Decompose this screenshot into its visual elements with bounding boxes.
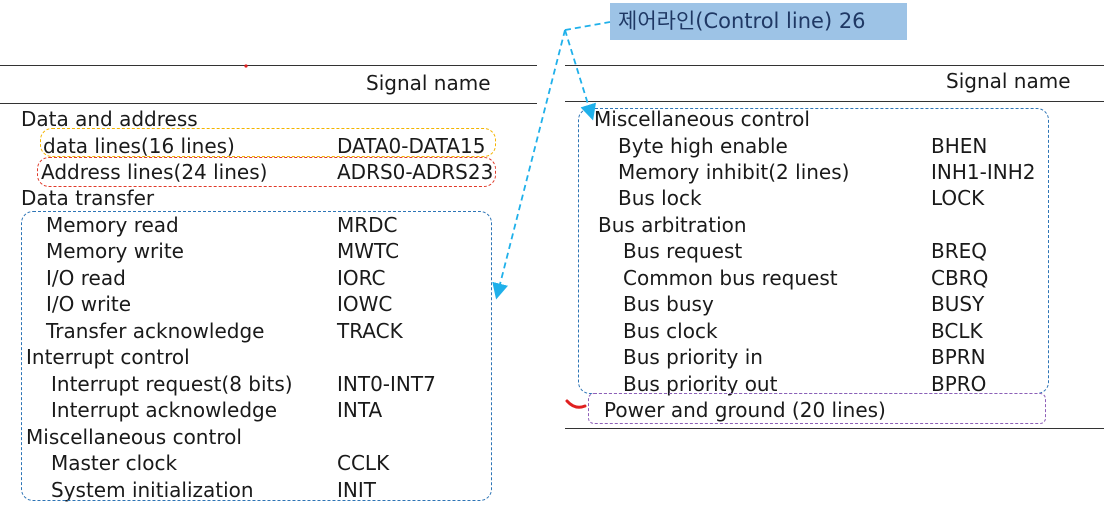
left-row-signal: ADRS0-ADRS23 bbox=[337, 160, 494, 184]
right-row-label: Bus clock bbox=[623, 319, 718, 343]
left-header-rule bbox=[0, 103, 537, 104]
left-row-signal: TRACK bbox=[337, 319, 403, 343]
left-row-label: Memory write bbox=[46, 239, 184, 263]
arrow-to-left-box bbox=[492, 29, 566, 300]
right-row-label: Memory inhibit(2 lines) bbox=[618, 160, 850, 184]
arrow-to-right-box bbox=[564, 29, 597, 121]
right-row-signal: CBRQ bbox=[931, 266, 989, 290]
left-row-label: Address lines(24 lines) bbox=[41, 160, 268, 184]
power-ground-label: Power and ground (20 lines) bbox=[604, 398, 886, 422]
left-row-signal: DATA0-DATA15 bbox=[337, 134, 486, 158]
left-row-label: Transfer acknowledge bbox=[46, 319, 265, 343]
left-row-label: I/O read bbox=[46, 266, 126, 290]
right-row-signal: BREQ bbox=[931, 239, 987, 263]
left-group-label: Miscellaneous control bbox=[26, 425, 242, 449]
left-row-label: System initialization bbox=[51, 478, 254, 502]
right-header-rule bbox=[565, 101, 1104, 102]
right-row-label: Common bus request bbox=[623, 266, 838, 290]
right-row-signal: BUSY bbox=[931, 292, 985, 316]
control-line-callout: 제어라인(Control line) 26 bbox=[610, 3, 907, 40]
address-lines-highlight-box bbox=[37, 157, 496, 187]
left-group-label: Interrupt control bbox=[26, 345, 190, 369]
left-group-label: Data transfer bbox=[21, 186, 155, 210]
right-row-signal: BPRN bbox=[931, 345, 986, 369]
left-row-signal: MRDC bbox=[337, 213, 398, 237]
arrow-stub bbox=[564, 21, 611, 31]
right-row-signal: INH1-INH2 bbox=[931, 160, 1036, 184]
red-dot-mark bbox=[244, 64, 248, 68]
data-lines-highlight-box bbox=[40, 128, 496, 157]
left-row-signal: CCLK bbox=[337, 451, 390, 475]
right-row-signal: BHEN bbox=[931, 134, 988, 158]
right-row-label: Bus priority out bbox=[623, 372, 778, 396]
left-group-label: Data and address bbox=[21, 107, 198, 131]
left-row-label: Interrupt request(8 bits) bbox=[51, 372, 293, 396]
red-annotation-mark bbox=[565, 399, 587, 409]
left-row-signal: INT0-INT7 bbox=[337, 372, 436, 396]
left-row-label: Memory read bbox=[46, 213, 179, 237]
left-row-signal: MWTC bbox=[337, 239, 400, 263]
right-row-label: Byte high enable bbox=[618, 134, 788, 158]
left-row-label: I/O write bbox=[46, 292, 132, 316]
right-row-signal: LOCK bbox=[931, 186, 985, 210]
right-row-label: Bus busy bbox=[623, 292, 714, 316]
right-row-label: Bus lock bbox=[618, 186, 702, 210]
left-row-signal: INTA bbox=[337, 398, 383, 422]
left-top-rule bbox=[0, 65, 537, 66]
right-row-signal: BPRO bbox=[931, 372, 987, 396]
left-row-label: data lines(16 lines) bbox=[43, 134, 235, 158]
left-row-signal: INIT bbox=[337, 478, 376, 502]
right-row-label: Bus request bbox=[623, 239, 743, 263]
right-top-rule bbox=[565, 65, 1104, 66]
right-row-label: Bus priority in bbox=[623, 345, 763, 369]
left-row-label: Interrupt acknowledge bbox=[51, 398, 278, 422]
right-bottom-rule bbox=[565, 428, 1104, 429]
right-row-signal: BCLK bbox=[931, 319, 983, 343]
right-group-label: Bus arbitration bbox=[598, 213, 747, 237]
left-row-signal: IORC bbox=[337, 266, 386, 290]
right-signal-name-header: Signal name bbox=[946, 69, 1071, 93]
left-row-label: Master clock bbox=[51, 451, 178, 475]
right-group-label: Miscellaneous control bbox=[594, 107, 810, 131]
left-signal-name-header: Signal name bbox=[366, 71, 491, 95]
left-control-lines-box bbox=[21, 211, 492, 501]
left-row-signal: IOWC bbox=[337, 292, 393, 316]
power-ground-highlight-box bbox=[588, 393, 1046, 424]
